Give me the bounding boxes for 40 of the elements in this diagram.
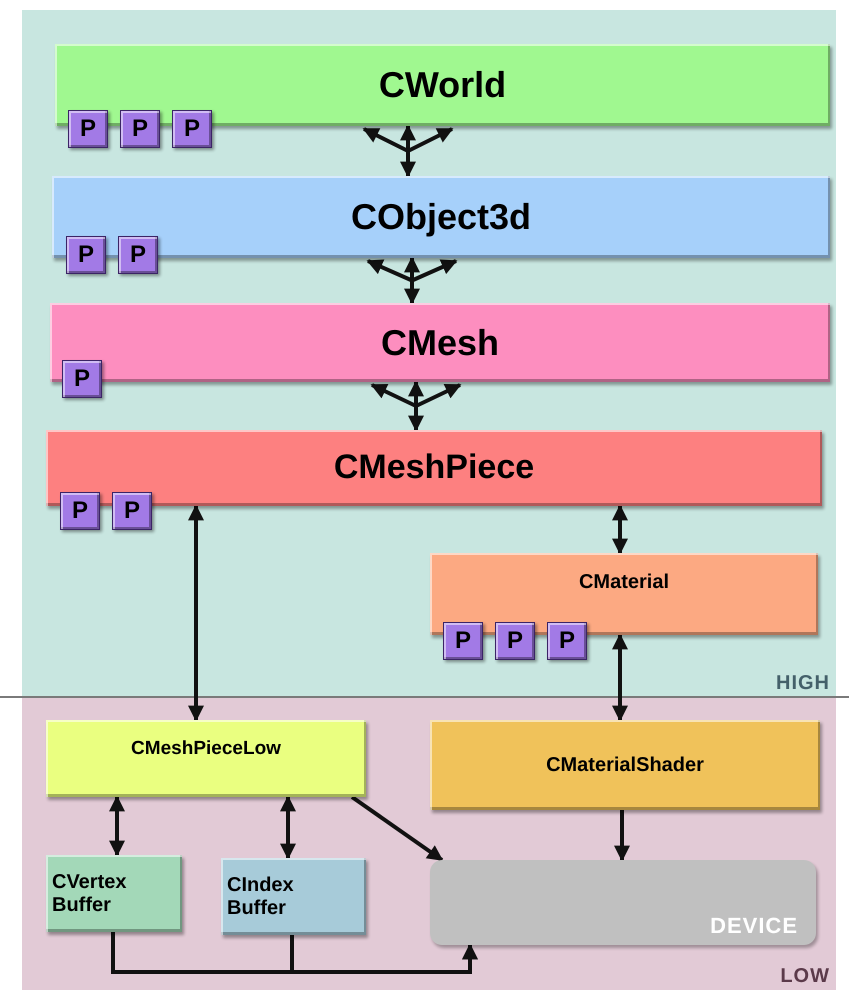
fan-arrow xyxy=(370,380,462,432)
property-badge: P xyxy=(547,622,587,660)
class-name: CMesh xyxy=(380,322,500,364)
property-badge: P xyxy=(172,110,212,148)
property-badge: P xyxy=(60,492,100,530)
class-box xyxy=(221,858,366,935)
class-name: CVertex Buffer xyxy=(52,870,128,916)
class-box xyxy=(430,720,820,810)
class-box xyxy=(46,855,182,932)
device-label: DEVICE xyxy=(710,913,798,939)
class-name: CMeshPieceLow xyxy=(131,738,281,760)
arrow xyxy=(350,795,444,862)
property-badge: P xyxy=(62,360,102,398)
class-name: CObject3d xyxy=(350,196,532,238)
property-badge: P xyxy=(495,622,535,660)
arrow xyxy=(614,810,630,862)
class-name: CWorld xyxy=(378,64,506,106)
property-badge: P xyxy=(443,622,483,660)
property-badge: P xyxy=(118,236,158,274)
arrow xyxy=(188,504,204,722)
arrow xyxy=(280,795,296,860)
property-badge: P xyxy=(112,492,152,530)
layer-label: LOW xyxy=(780,965,830,988)
class-name: CMaterialShader xyxy=(546,754,704,776)
class-name: CMeshPiece xyxy=(334,448,534,488)
fan-arrow xyxy=(366,256,458,305)
layer-region xyxy=(22,697,836,990)
arrow xyxy=(109,795,125,857)
property-badge: P xyxy=(120,110,160,148)
fan-arrow xyxy=(362,124,454,178)
layer-label: HIGH xyxy=(776,672,830,695)
property-badge: P xyxy=(66,236,106,274)
arrow xyxy=(612,504,628,555)
arrow xyxy=(612,633,628,722)
class-name: CIndex Buffer xyxy=(227,874,295,920)
property-badge: P xyxy=(68,110,108,148)
class-box xyxy=(46,720,366,797)
layer-region xyxy=(22,10,836,697)
class-name: CMaterial xyxy=(578,571,670,594)
device-box xyxy=(430,860,816,945)
